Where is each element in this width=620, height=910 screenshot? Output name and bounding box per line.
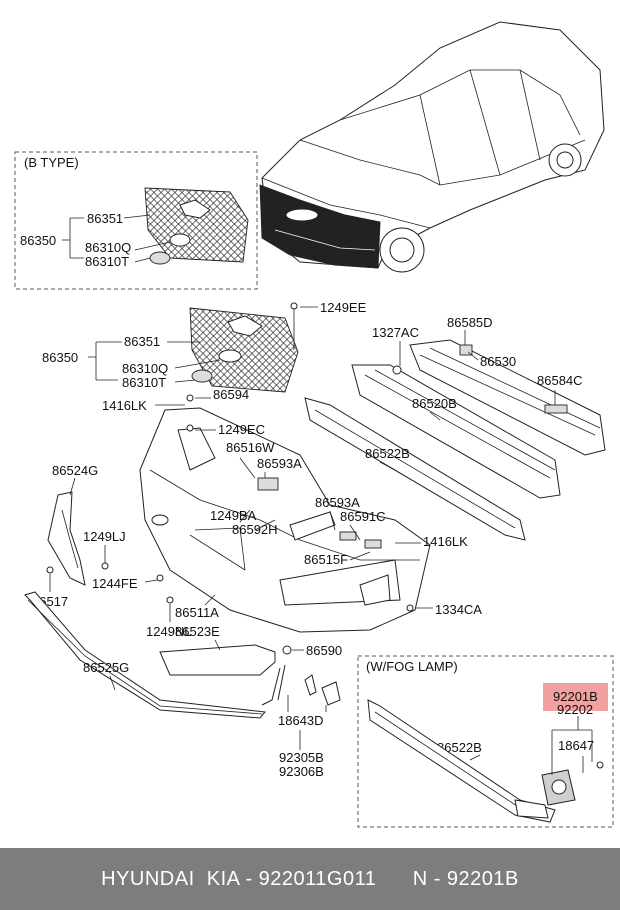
label-86351-btype: 86351	[87, 211, 123, 226]
label-86584c: 86584C	[537, 373, 583, 388]
main-grille: 1249EE 86351 86350 86310Q 86310T	[42, 300, 367, 393]
label-86530: 86530	[480, 354, 516, 369]
label-1249lj: 1249LJ	[83, 529, 126, 544]
label-1249ec: 1249EC	[218, 422, 265, 437]
label-86591c: 86591C	[340, 509, 386, 524]
highlight-92201b	[543, 683, 608, 711]
label-1327ac: 1327AC	[372, 325, 419, 340]
label-86590: 86590	[306, 643, 342, 658]
left-side-parts: 86524G 1249LJ 1244FE 86517 1249NL	[32, 463, 192, 639]
fog-lamp-box: (W/FOG LAMP) 92201B 92202 18647 86522B	[357, 655, 614, 828]
label-1334ca: 1334CA	[435, 602, 482, 617]
label-92201b-fog: 92201B	[553, 689, 598, 704]
label-1416lk-bottom: 1416LK	[423, 534, 468, 549]
part-number-footer: HYUNDAI KIA - 922011G011 N - 92201B	[0, 848, 620, 910]
label-18647-fog: 18647	[558, 738, 594, 753]
label-86350-main: 86350	[42, 350, 78, 365]
b-type-title: (B TYPE)	[24, 155, 79, 170]
bumper-reinforcements: 1327AC 86585D 86530 86584C 86520B 86522B	[304, 315, 606, 541]
label-86511a: 86511A	[175, 605, 219, 620]
lower-lip-parts: 86523E 86590 86525G 18643D 92305B 92306B	[24, 591, 342, 779]
fog-lamp-title: (W/FOG LAMP)	[366, 659, 458, 674]
label-1249ba: 1249BA	[210, 508, 257, 523]
label-86310t-btype: 86310T	[85, 254, 129, 269]
label-86516w: 86516W	[226, 440, 275, 455]
label-86515f: 86515F	[304, 552, 348, 567]
label-86520b: 86520B	[412, 396, 457, 411]
label-86523e: 86523E	[175, 624, 220, 639]
label-86592h: 86592H	[232, 522, 278, 537]
label-86351-main: 86351	[124, 334, 160, 349]
label-86310q-btype: 86310Q	[85, 240, 131, 255]
label-92202-fog: 92202	[557, 702, 593, 717]
label-1249ee: 1249EE	[320, 300, 367, 315]
label-86594: 86594	[213, 387, 249, 402]
car-illustration	[259, 21, 605, 273]
label-92306b: 92306B	[279, 764, 324, 779]
label-86310q-main: 86310Q	[122, 361, 168, 376]
b-type-box: (B TYPE) 86351 86350 86310Q 86310T	[14, 151, 258, 290]
front-bumper-cover: 86594 1416LK 1249EC 86516W 86593A 86593A…	[102, 387, 482, 633]
label-86522b: 86522B	[365, 446, 410, 461]
label-86593a-top: 86593A	[257, 456, 302, 471]
label-86593a-bottom: 86593A	[315, 495, 360, 510]
label-1244fe: 1244FE	[92, 576, 138, 591]
label-92305b: 92305B	[279, 750, 324, 765]
label-86525g: 86525G	[83, 660, 129, 675]
parts-diagram: (B TYPE) 86351 86350 86310Q 86310T 1249E…	[14, 21, 614, 828]
label-86585d: 86585D	[447, 315, 493, 330]
label-86350-btype: 86350	[20, 233, 56, 248]
label-1416lk-top: 1416LK	[102, 398, 147, 413]
label-86310t-main: 86310T	[122, 375, 166, 390]
label-1249nl: 1249NL	[146, 624, 192, 639]
label-18643d: 18643D	[278, 713, 324, 728]
label-86524g: 86524G	[52, 463, 98, 478]
